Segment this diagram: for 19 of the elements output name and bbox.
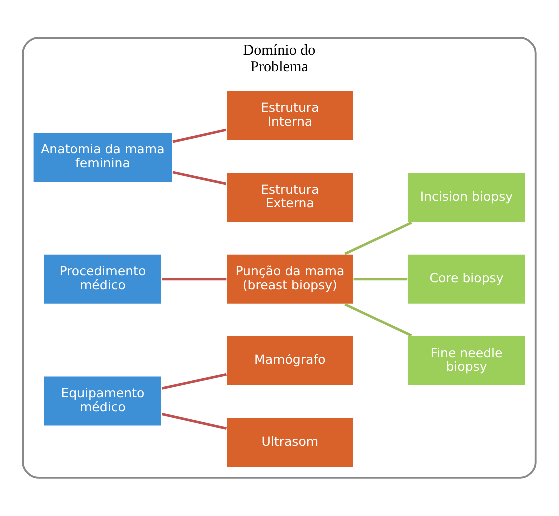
node-box: Procedimento médico	[43, 254, 163, 306]
node-box: Equipamento médico	[43, 376, 163, 428]
node-box: Mamógrafo	[226, 335, 354, 387]
node-box: Estrutura Externa	[226, 172, 354, 224]
connector	[344, 222, 412, 256]
connector	[162, 413, 227, 430]
node-box: Ultrasom	[226, 416, 354, 468]
connector	[354, 278, 408, 281]
node-box: Core biopsy	[407, 254, 526, 306]
connector	[162, 278, 227, 281]
node-box: Punção da mama (breast biopsy)	[226, 254, 354, 306]
connector	[172, 171, 226, 186]
connector	[162, 373, 227, 390]
connector	[344, 303, 412, 337]
node-box: Anatomia da mama feminina	[32, 132, 174, 184]
connector	[172, 128, 226, 144]
node-box: Estrutura Interna	[226, 90, 354, 142]
node-box: Fine needle biopsy	[407, 335, 526, 387]
node-box: Incision biopsy	[407, 172, 526, 224]
